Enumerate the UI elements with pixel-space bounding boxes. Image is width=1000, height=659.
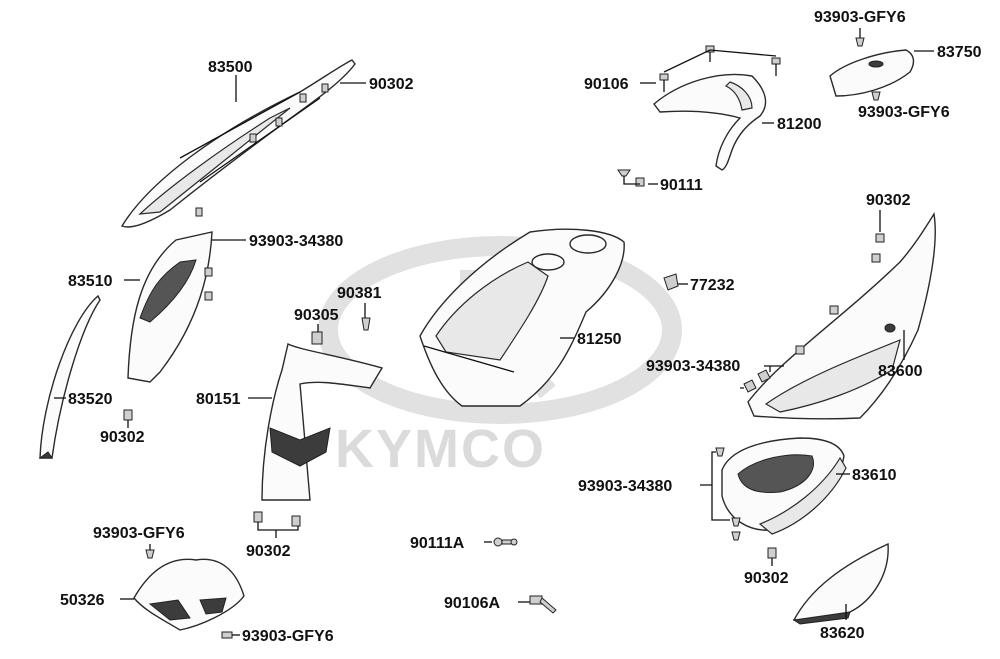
screw-90381[interactable]: [361, 317, 371, 331]
label-81200: 81200: [777, 116, 822, 133]
label-90302-right: 90302: [866, 192, 911, 209]
label-93903-gfy6-bottom: 93903-GFY6: [242, 628, 334, 645]
label-83610: 83610: [852, 467, 897, 484]
clip-90302-bottom-a[interactable]: [253, 511, 263, 523]
label-93903-34380-right-top: 93903-34380: [646, 358, 740, 375]
label-93903-gfy6-tr-top: 93903-GFY6: [814, 9, 906, 26]
nut-90111a[interactable]: [493, 537, 518, 547]
label-90302-bottom: 90302: [246, 543, 291, 560]
label-93903-34380-right-mid: 93903-34380: [578, 478, 672, 495]
clip-90302-left[interactable]: [123, 409, 133, 421]
part-83510-side-mesh-cover[interactable]: [127, 231, 213, 383]
bolts-90106[interactable]: [659, 45, 781, 92]
part-83620-lower-trim[interactable]: [792, 542, 889, 625]
label-93903-gfy6-tr-bottom: 93903-GFY6: [858, 104, 950, 121]
label-90305: 90305: [294, 307, 339, 324]
label-83600: 83600: [878, 363, 923, 380]
label-81250: 81250: [577, 331, 622, 348]
label-90302-top: 90302: [369, 76, 414, 93]
part-83750-rear-cover[interactable]: [829, 49, 915, 97]
label-50326: 50326: [60, 592, 105, 609]
screw-93903-gfy6-tr-bottom[interactable]: [871, 91, 881, 101]
screws-93903-34380-right-top[interactable]: [743, 369, 771, 393]
clip-90302-right-bottom[interactable]: [767, 547, 777, 559]
label-90302-right-bottom: 90302: [744, 570, 789, 587]
screw-93903-gfy6-tr-top[interactable]: [855, 37, 865, 47]
part-83500-front-cover[interactable]: [120, 59, 356, 228]
clip-90302-bottom-b[interactable]: [291, 515, 301, 527]
label-93903-gfy6-bl: 93903-GFY6: [93, 525, 185, 542]
nuts-90111[interactable]: [617, 169, 645, 187]
part-50326-floor-cover[interactable]: [133, 558, 245, 631]
screws-93903-34380-right-mid[interactable]: [715, 447, 741, 541]
label-90111a: 90111A: [410, 535, 465, 552]
watermark-brand-text: KYMCO: [335, 419, 546, 479]
part-83600-body-side-cover[interactable]: [747, 212, 936, 420]
label-90381: 90381: [337, 285, 382, 302]
label-83620: 83620: [820, 625, 865, 642]
label-90302-left: 90302: [100, 429, 145, 446]
watermark-logo-ring: [318, 236, 682, 424]
label-90111: 90111: [660, 177, 703, 194]
label-90106a: 90106A: [444, 595, 500, 612]
label-83500: 83500: [208, 59, 253, 76]
part-83610-side-mesh-cover[interactable]: [721, 437, 847, 535]
part-80151-inner-shield[interactable]: [261, 331, 384, 501]
label-83750: 83750: [937, 44, 982, 61]
label-83510: 83510: [68, 273, 113, 290]
part-81200-grab-rail[interactable]: [653, 73, 767, 171]
label-80151: 80151: [196, 391, 241, 408]
part-83520-side-trim[interactable]: [38, 294, 101, 459]
label-93903-34380-left: 93903-34380: [249, 233, 343, 250]
label-83520: 83520: [68, 391, 113, 408]
clip-77232[interactable]: [663, 273, 679, 291]
label-77232: 77232: [690, 277, 735, 294]
label-90106: 90106: [584, 76, 629, 93]
part-81250-helmet-box[interactable]: [419, 228, 625, 407]
bolt-90106a[interactable]: [529, 595, 557, 614]
